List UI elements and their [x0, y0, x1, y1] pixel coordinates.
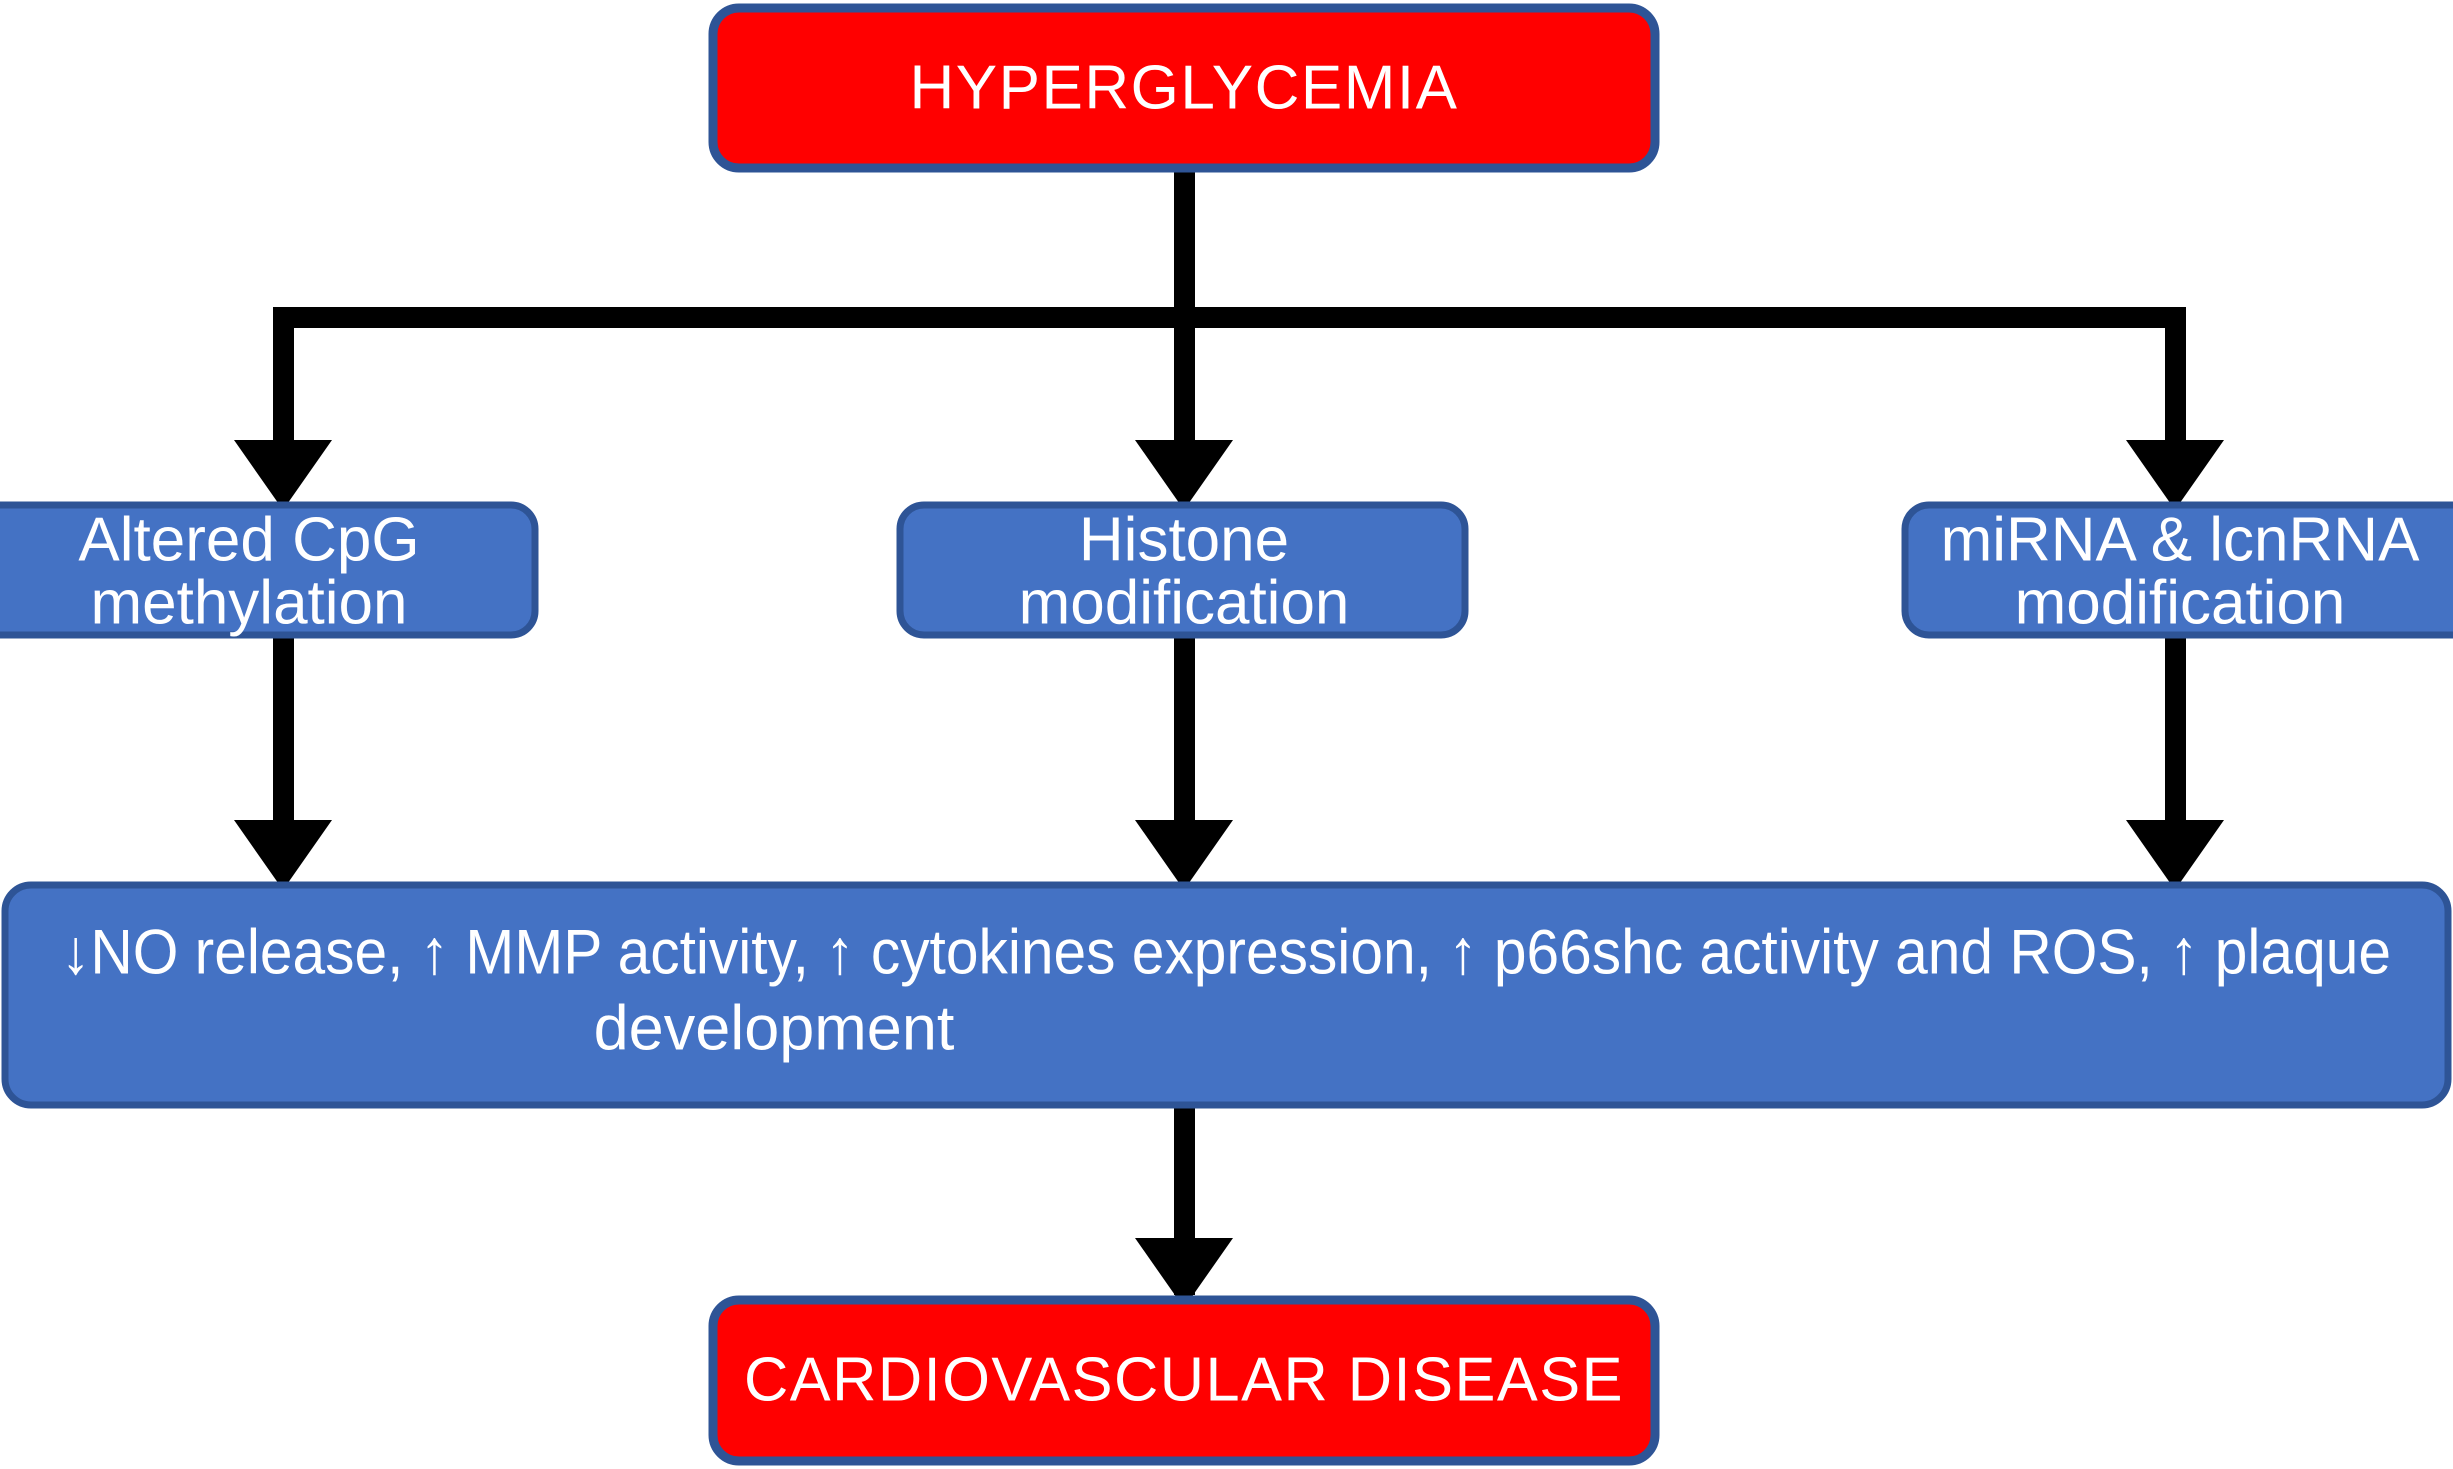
- node-cardiovascular-disease-label: CARDIOVASCULAR DISEASE: [744, 1345, 1624, 1414]
- node-histone-modification-box: [896, 501, 1469, 639]
- edge-histone-to-effects-stem: [1174, 630, 1195, 830]
- edge-root-to-mirna-arrowhead: [2126, 440, 2224, 510]
- edge-effects-to-outcome-arrowhead: [1135, 1238, 1233, 1308]
- node-mirna-lcnrna-modification-box: [1901, 501, 2453, 639]
- edge-cpg-to-effects-arrowhead: [234, 820, 332, 890]
- edge-root-to-histone-arrowhead: [1135, 440, 1233, 510]
- node-mirna-lcnrna-modification-label-line1: miRNA & lcnRNA: [1941, 505, 2421, 574]
- node-histone-modification[interactable]: Histone modification: [896, 501, 1469, 639]
- node-vascular-effects-box: [1, 881, 2452, 1109]
- edge-mirna-to-effects-stem: [2165, 630, 2186, 830]
- node-vascular-effects-label-line2: development: [594, 994, 955, 1064]
- edge-cpg-to-effects-stem: [273, 630, 294, 830]
- edge-histone-to-effects-arrowhead: [1135, 820, 1233, 890]
- node-cardiovascular-disease-box: [708, 1295, 1660, 1466]
- node-cpg-methylation[interactable]: Altered CpG methylation: [0, 501, 539, 639]
- node-vascular-effects[interactable]: ↓NO release, ↑ MMP activity, ↑ cytokines…: [1, 881, 2452, 1109]
- edge-mirna-to-effects-arrowhead: [2126, 820, 2224, 890]
- node-hyperglycemia-label: HYPERGLYCEMIA: [910, 53, 1459, 122]
- connector-layer: [234, 160, 2224, 1308]
- node-mirna-lcnrna-modification[interactable]: miRNA & lcnRNA modification: [1901, 501, 2453, 639]
- node-histone-modification-label-line1: Histone: [1079, 505, 1289, 574]
- edge-root-to-cpg-arrowhead: [234, 440, 332, 510]
- edge-root-stem: [1174, 160, 1195, 328]
- node-hyperglycemia-box: [708, 3, 1660, 173]
- node-vascular-effects-label-line1: ↓NO release, ↑ MMP activity, ↑ cytokines…: [61, 918, 2391, 988]
- node-hyperglycemia[interactable]: HYPERGLYCEMIA: [708, 3, 1660, 173]
- node-histone-modification-label-line2: modification: [1019, 568, 1350, 637]
- node-cardiovascular-disease[interactable]: CARDIOVASCULAR DISEASE: [708, 1295, 1660, 1466]
- node-cpg-methylation-label-line2: methylation: [90, 568, 407, 637]
- node-cpg-methylation-label-line1: Altered CpG: [78, 505, 419, 574]
- node-cpg-methylation-box: [0, 501, 539, 639]
- edge-distribution-bus: [273, 307, 2186, 328]
- node-mirna-lcnrna-modification-label-line2: modification: [2015, 568, 2346, 637]
